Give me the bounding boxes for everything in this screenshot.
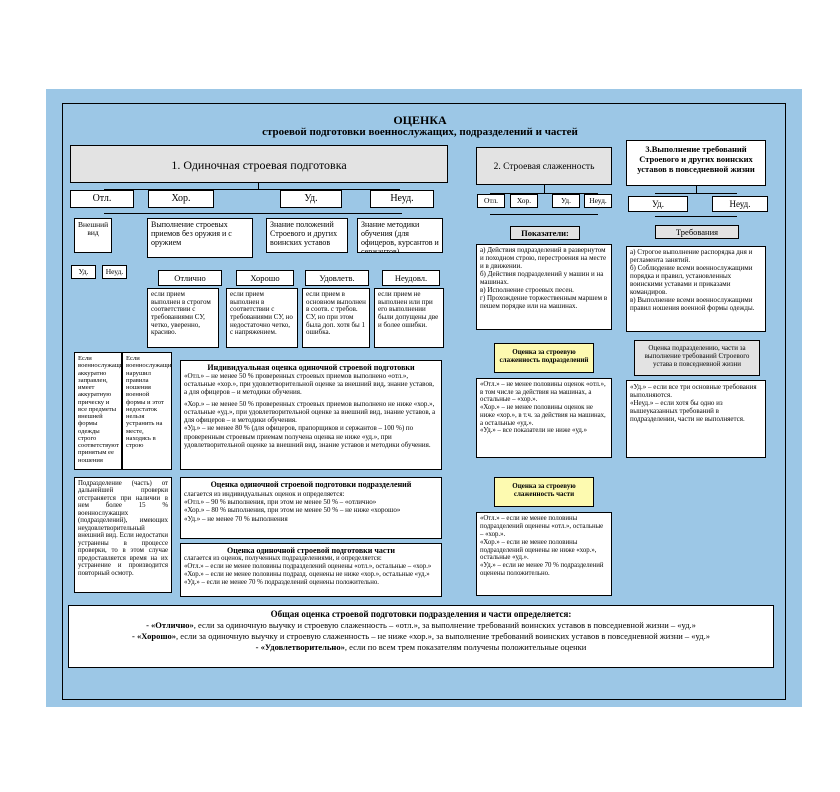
level-good: Хорошо	[236, 270, 294, 286]
part-single-line: «Уд.» – если не менее 70 % подразделений…	[184, 579, 379, 587]
s1-grade-excellent: Отл.	[70, 190, 134, 208]
appearance-grade-unsat: Неуд.	[102, 265, 127, 279]
individual-satisfactory: «Уд.» – не менее 80 % (для офицеров, пра…	[184, 424, 431, 449]
individual-assessment-title: Индивидуальная оценка одиночной строевой…	[207, 363, 415, 372]
poster-title: ОЦЕНКА	[393, 113, 447, 127]
overall-assessment: Общая оценка строевой подготовки подразд…	[68, 605, 774, 668]
indicator-item: в) Исполнение строевых песен.	[480, 285, 574, 294]
s1-grade-unsatisfactory: Неуд.	[370, 190, 434, 208]
requirement-item: б) Соблюдение всеми военнослужащими поря…	[630, 263, 753, 296]
unit-single-line: «Хор.» – 80 % выполнения, при этом не ме…	[184, 506, 401, 515]
indicators-list: а) Действия подразделений в развернутом …	[476, 244, 612, 330]
overall-grade: - «Отлично»	[146, 620, 194, 631]
requirements-title: Требования	[655, 225, 739, 239]
s3-grade-satisfactory: Уд.	[628, 196, 688, 212]
level-satisfactory: Удовлетв.	[305, 270, 369, 286]
overall-text: , если по всем трем показателям получены…	[344, 641, 587, 652]
s3-eval-line: «Неуд.» – если хотя бы одно из вышеуказа…	[630, 399, 745, 424]
section1-header: 1. Одиночная строевая подготовка	[70, 145, 448, 183]
overall-grade: - «Хорошо»	[132, 630, 177, 641]
s2-unit-line: «Хор.» – не менее половины оценок не ниж…	[480, 404, 606, 427]
indicators-title: Показатели:	[510, 226, 580, 240]
overall-title: Общая оценка строевой подготовки подразд…	[270, 609, 572, 619]
overall-excellent: - «Отлично», если за одиночную выучку и …	[72, 620, 770, 631]
connector	[655, 193, 737, 194]
section3-header: 3.Выполнение требований Строевого и друг…	[626, 140, 766, 186]
connector	[655, 216, 737, 217]
connector	[544, 185, 545, 193]
connector	[490, 193, 598, 194]
indicator-item: б) Действия подразделений у машин и на м…	[480, 269, 604, 286]
s2-part-line: «Отл.» – если не менее половины подразде…	[480, 515, 604, 538]
requirement-item: в) Выполнение всеми военнослужащими прав…	[630, 295, 755, 312]
overall-text: , если за одиночную выучку и строевую сл…	[176, 630, 710, 641]
requirement-item: а) Строгое выполнение распорядка дня и р…	[630, 248, 753, 264]
inspection-note: Подразделение (часть) от дальнейшей пров…	[74, 477, 172, 593]
s2-grade-satisfactory: Уд.	[552, 194, 580, 208]
level-satisfactory-text: если прием в основном выполнен в соотв. …	[302, 288, 370, 348]
connector	[490, 214, 598, 215]
criterion-appearance: Внешний вид	[74, 218, 112, 253]
unit-single-line: слагается из индивидуальных оценок и опр…	[184, 489, 345, 498]
s2-part-line: «Уд.» – если не менее 70 % подразделений…	[480, 562, 604, 578]
unit-single-line: «Уд.» – не менее 70 % выполнения	[184, 514, 288, 523]
unit-single-assessment: Оценка одиночной строевой подготовки под…	[180, 477, 442, 539]
s2-unit-assessment: «Отл.» – не менее половины оценок «отл.»…	[476, 378, 612, 458]
connector	[258, 183, 259, 189]
part-single-line: слагается из оценок, полученных подразде…	[184, 555, 382, 563]
s1-grade-satisfactory: Уд.	[280, 190, 342, 208]
appearance-unsatisfactory-text: Если военнослужащий нарушил правила ноше…	[122, 352, 172, 470]
connector	[104, 189, 400, 190]
criterion-methodology: Знание методики обучения (для офицеров, …	[357, 218, 443, 253]
s3-eval-text: «Уд.» – если все три основные требования…	[626, 380, 766, 458]
individual-excellent: «Отл.» – не менее 50 % проверенных строе…	[184, 372, 434, 397]
requirements-list: а) Строгое выполнение распорядка дня и р…	[626, 246, 766, 332]
level-good-text: если прием выполнен в соответствии с тре…	[226, 288, 298, 348]
overall-grade: - «Удовлетворительно»	[255, 641, 345, 652]
s2-part-assessment: «Отл.» – если не менее половины подразде…	[476, 512, 612, 596]
indicator-item: г) Прохождение торжественным маршем в пе…	[480, 293, 608, 310]
s3-eval-title: Оценка подразделению, части за выполнени…	[634, 340, 760, 376]
s2-unit-line: «Уд.» – все показатели не ниже «уд.»	[480, 427, 587, 435]
overall-satisfactory: - «Удовлетворительно», если по всем трем…	[72, 642, 770, 653]
level-excellent-text: если прием выполнен в строгом соответств…	[147, 288, 219, 348]
criterion-regulations: Знание положений Строевого и других воин…	[266, 218, 348, 253]
s3-eval-line: «Уд.» – если все три основные требования…	[630, 383, 757, 400]
individual-assessment: Индивидуальная оценка одиночной строевой…	[180, 360, 442, 470]
part-single-line: «Отл.» – если не менее половины подразде…	[184, 563, 432, 571]
level-unsatisfactory: Неудовл.	[382, 270, 440, 286]
section2-header: 2. Строевая слаженность	[476, 147, 612, 185]
s2-unit-title: Оценка за строевую слаженность подраздел…	[494, 343, 594, 373]
overall-text: , если за одиночную выучку и строевую сл…	[193, 620, 696, 631]
level-excellent: Отлично	[158, 270, 222, 286]
appearance-satisfactory-text: Если военнослужащий аккуратно заправлен,…	[74, 352, 122, 470]
unit-single-line: «Отл.» – 90 % выполнения, при этом не ме…	[184, 497, 377, 506]
indicator-item: а) Действия подразделений в развернутом …	[480, 246, 607, 270]
poster-subtitle: строевой подготовки военнослужащих, подр…	[262, 126, 578, 138]
connector	[696, 186, 697, 193]
unit-single-title: Оценка одиночной строевой подготовки под…	[210, 480, 412, 489]
s1-grade-good: Хор.	[148, 190, 214, 208]
s2-unit-line: «Отл.» – не менее половины оценок «отл.»…	[480, 381, 606, 404]
criterion-drill-execution: Выполнение строевых приемов без оружия и…	[147, 218, 253, 258]
connector	[104, 213, 402, 214]
s2-grade-excellent: Отл.	[477, 194, 505, 208]
overall-good: - «Хорошо», если за одиночную выучку и с…	[72, 631, 770, 642]
individual-good: «Хор.» – не менее 50 % проверенных строе…	[184, 400, 436, 425]
level-unsatisfactory-text: если прием не выполнен или при его выпол…	[374, 288, 444, 348]
part-single-assessment: Оценка одиночной строевой подготовки час…	[180, 543, 442, 597]
s2-grade-unsatisfactory: Неуд.	[584, 194, 612, 208]
s3-grade-unsatisfactory: Неуд.	[712, 196, 768, 212]
appearance-grade-sat: Уд.	[71, 265, 96, 279]
part-single-title: Оценка одиночной строевой подготовки час…	[226, 546, 395, 555]
s2-grade-good: Хор.	[510, 194, 538, 208]
part-single-line: «Хор.» – если не менее половины подразд.…	[184, 571, 430, 579]
s2-part-title: Оценка за строевую слаженность части	[494, 477, 594, 507]
s2-part-line: «Хор.» – если не менее половины подразде…	[480, 538, 597, 562]
